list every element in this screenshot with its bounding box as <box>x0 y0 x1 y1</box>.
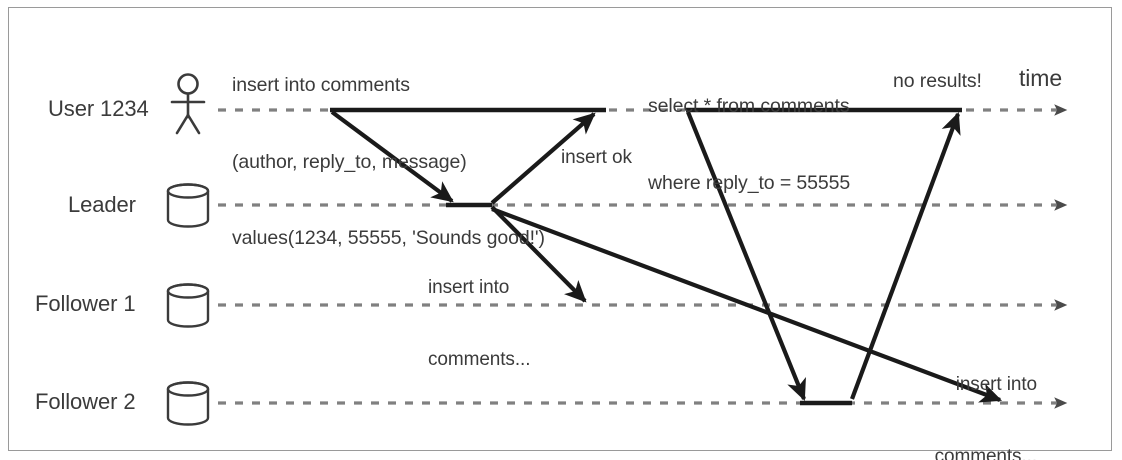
message-arrow-replicate-follower2 <box>491 207 1003 403</box>
diagram-border <box>8 7 1112 451</box>
annotation-line: comments... <box>428 349 531 370</box>
annotation-select-query: select * from comments where reply_to = … <box>648 43 850 247</box>
database-cylinder-icon-follower1 <box>166 283 210 328</box>
participant-label-follower2: Follower 2 <box>35 389 136 414</box>
time-axis-label: time <box>1019 65 1063 91</box>
message-arrow-insert-ok <box>490 112 596 205</box>
participant-label-user: User 1234 <box>48 96 149 121</box>
database-cylinder-icon-leader <box>166 183 210 228</box>
annotation-line: where reply_to = 55555 <box>648 171 851 194</box>
activation-bars-group <box>330 107 962 406</box>
annotation-line: select * from comments <box>648 95 850 117</box>
participant-label-leader: Leader <box>68 192 136 217</box>
actor-stick-figure-icon <box>170 73 206 135</box>
annotation-line: insert into <box>428 277 510 298</box>
annotation-replicate-follower2: insert into comments... <box>880 325 1037 460</box>
database-cylinder-icon-follower2 <box>166 381 210 426</box>
message-arrow-replicate-follower1 <box>490 205 587 303</box>
annotation-no-results: no results! <box>893 70 982 92</box>
annotation-line: values(1234, 55555, 'Sounds good!') <box>232 227 545 249</box>
annotation-line: (author, reply_to, message) <box>232 150 467 173</box>
message-arrow-no-results <box>850 111 961 400</box>
annotation-insert-query: insert into comments (author, reply_to, … <box>232 22 545 303</box>
annotation-line: insert into <box>955 374 1037 395</box>
annotation-insert-ok: insert ok <box>561 147 632 168</box>
message-arrow-insert-to-leader <box>330 110 454 203</box>
annotation-line: insert into comments <box>232 74 410 96</box>
messages-group <box>330 110 1003 403</box>
participant-label-follower1: Follower 1 <box>35 291 136 316</box>
annotation-replicate-leader: insert into comments... <box>428 228 530 420</box>
annotation-line: comments... <box>934 446 1037 460</box>
message-arrow-select-query <box>686 111 806 402</box>
